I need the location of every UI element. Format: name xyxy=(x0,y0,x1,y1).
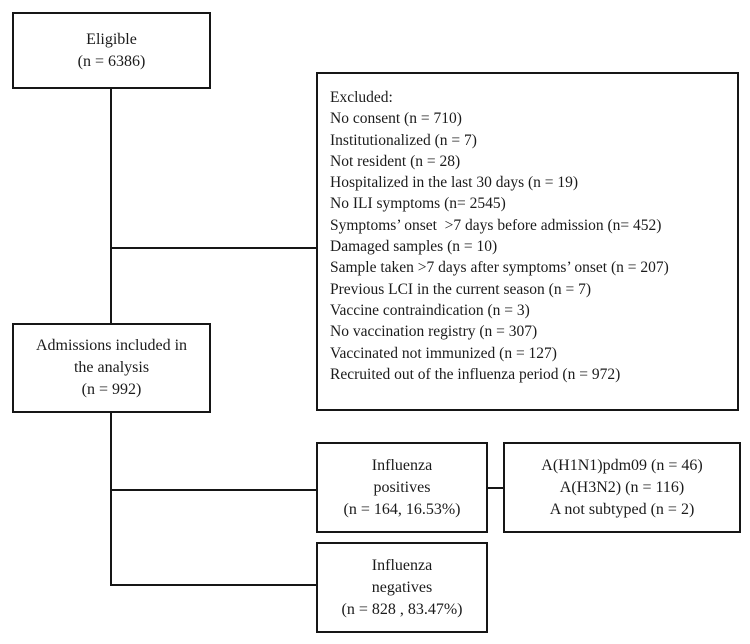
admissions-label-1: Admissions included in xyxy=(35,337,188,354)
connector-admissions-down xyxy=(110,413,112,586)
excluded-item-3: Not resident (n = 28) xyxy=(330,152,461,170)
negatives-count: (n = 828 , 83.47%) xyxy=(341,600,463,618)
excluded-item-13: Recruited out of the influenza period (n… xyxy=(330,365,621,383)
negatives-label-2: negatives xyxy=(371,578,433,596)
subtype-h1n1: A(H1N1)pdm09 (n = 46) xyxy=(541,456,703,474)
positives-count: (n = 164, 16.53%) xyxy=(343,500,461,518)
negatives-label-1: Influenza xyxy=(371,556,433,574)
subtypes-box: A(H1N1)pdm09 (n = 46) A(H3N2) (n = 116) … xyxy=(503,442,741,533)
admissions-count: (n = 992) xyxy=(81,381,142,398)
connector-positives-to-subtypes xyxy=(488,487,503,489)
influenza-positives-box: Influenza positives (n = 164, 16.53%) xyxy=(316,442,488,533)
excluded-item-5: No ILI symptoms (n= 2545) xyxy=(330,195,506,213)
eligible-box: Eligible (n = 6386) xyxy=(12,12,211,89)
connector-to-excluded xyxy=(110,247,316,249)
subtype-notsubtyped: A not subtyped (n = 2) xyxy=(549,500,695,518)
excluded-item-10: Vaccine contraindication (n = 3) xyxy=(330,301,530,319)
positives-label-1: Influenza xyxy=(371,456,433,474)
excluded-item-12: Vaccinated not immunized (n = 127) xyxy=(330,344,557,362)
excluded-item-7: Damaged samples (n = 10) xyxy=(330,238,498,256)
positives-label-2: positives xyxy=(373,478,431,496)
admissions-label-2: the analysis xyxy=(73,359,150,376)
excluded-item-9: Previous LCI in the current season (n = … xyxy=(330,280,591,298)
connector-to-negatives xyxy=(110,584,316,586)
excluded-box: Excluded: No consent (n = 710) Instituti… xyxy=(316,72,739,411)
admissions-box: Admissions included in the analysis (n =… xyxy=(12,323,211,413)
excluded-item-4: Hospitalized in the last 30 days (n = 19… xyxy=(330,174,579,192)
excluded-item-1: No consent (n = 710) xyxy=(330,110,462,128)
excluded-item-6: Symptoms’ onset >7 days before admission… xyxy=(330,216,662,234)
subtype-h3n2: A(H3N2) (n = 116) xyxy=(559,478,685,496)
excluded-item-11: No vaccination registry (n = 307) xyxy=(330,323,538,341)
excluded-item-2: Institutionalized (n = 7) xyxy=(330,131,477,149)
eligible-count: (n = 6386) xyxy=(77,52,146,70)
influenza-negatives-box: Influenza negatives (n = 828 , 83.47%) xyxy=(316,542,488,633)
connector-to-positives xyxy=(110,489,316,491)
excluded-item-8: Sample taken >7 days after symptoms’ ons… xyxy=(330,259,669,277)
connector-eligible-to-admissions xyxy=(110,89,112,323)
eligible-label: Eligible xyxy=(86,30,137,48)
excluded-title: Excluded: xyxy=(330,89,393,106)
